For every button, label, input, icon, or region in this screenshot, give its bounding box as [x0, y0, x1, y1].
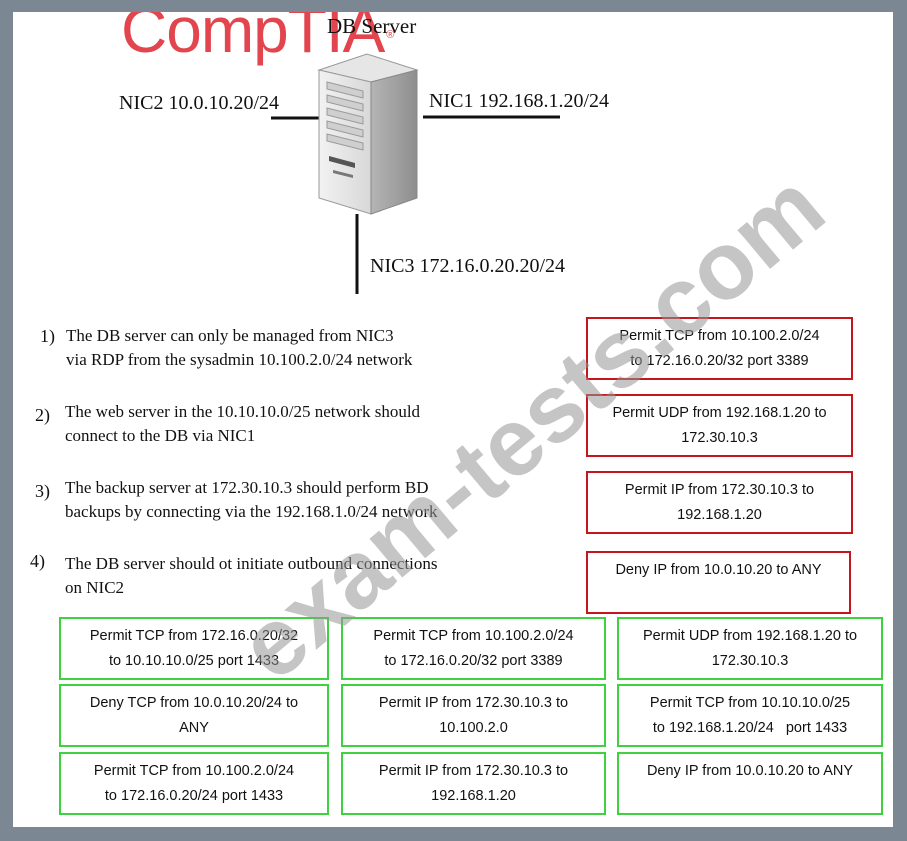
nic3-label: NIC3 172.16.0.20.20/24 [370, 255, 565, 277]
nic2-label: NIC2 10.0.10.20/24 [119, 92, 279, 114]
server-icon [317, 53, 419, 215]
diagram-canvas: CompTIA® DB Server [13, 12, 893, 827]
comptia-logo: CompTIA® [121, 12, 394, 66]
network-lines [271, 115, 560, 294]
answer-slot-4[interactable]: Deny IP from 10.0.10.20 to ANY [586, 551, 851, 614]
server-title: DB Server [327, 14, 417, 38]
nic1-label: NIC1 192.168.1.20/24 [429, 90, 609, 112]
option-tile-9[interactable]: Deny IP from 10.0.10.20 to ANY [617, 752, 883, 815]
